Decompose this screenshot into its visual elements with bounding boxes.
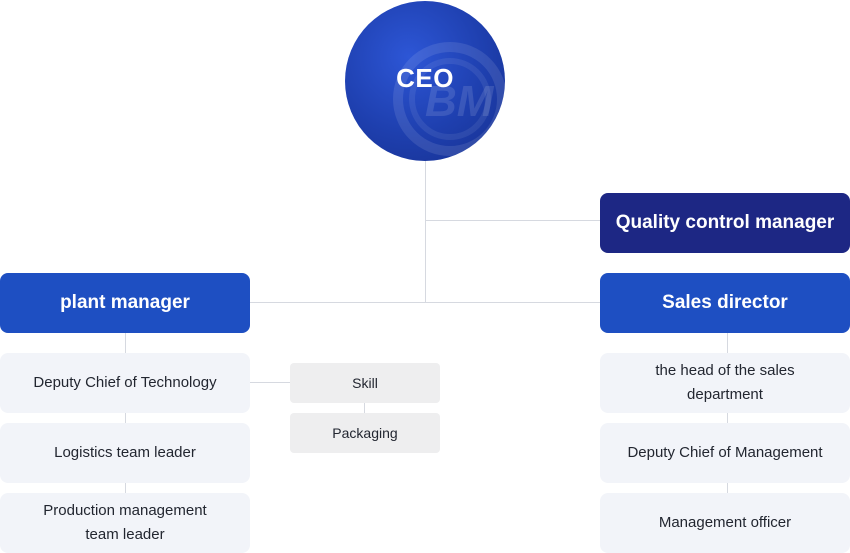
logistics-team-leader-box: Logistics team leader — [0, 423, 250, 483]
skill-to-packaging-line — [364, 403, 365, 413]
quality-branch-line — [425, 220, 600, 221]
management-officer-box: Management officer — [600, 493, 850, 553]
plant-manager-box: plant manager — [0, 273, 250, 333]
ceo-node: BM CEO — [345, 1, 505, 161]
head-of-sales-department-box: the head of the sales department — [600, 353, 850, 413]
production-management-team-leader-box: Production management team leader — [0, 493, 250, 553]
quality-control-manager-box: Quality control manager — [600, 193, 850, 253]
logo-letters: BM — [425, 77, 495, 126]
main-horizontal-line — [250, 302, 600, 303]
skill-box: Skill — [290, 363, 440, 403]
plant-vertical-line — [125, 333, 126, 493]
technology-to-skill-line — [250, 382, 290, 383]
company-logo-icon: BM — [393, 42, 505, 156]
ceo-trunk-line — [425, 161, 426, 303]
packaging-box: Packaging — [290, 413, 440, 453]
sales-vertical-line — [727, 333, 728, 493]
deputy-chief-management-box: Deputy Chief of Management — [600, 423, 850, 483]
deputy-chief-technology-box: Deputy Chief of Technology — [0, 353, 250, 413]
ceo-label: CEO — [396, 63, 454, 93]
sales-director-box: Sales director — [600, 273, 850, 333]
